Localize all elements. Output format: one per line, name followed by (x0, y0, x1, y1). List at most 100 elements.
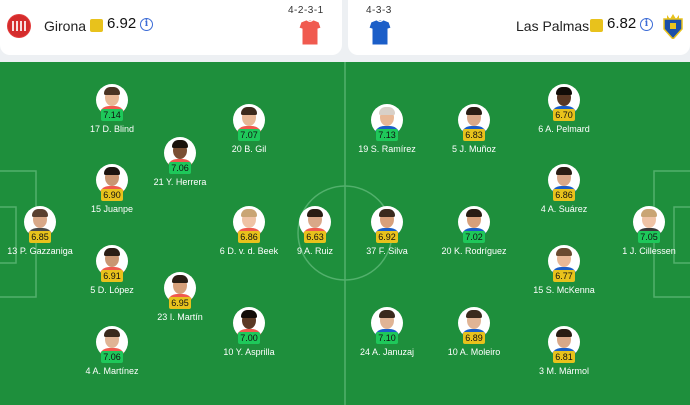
player-hair (104, 329, 120, 337)
player-rating: 7.06 (169, 162, 191, 174)
player-hair (379, 209, 395, 217)
player-name: 4 A. Suárez (540, 204, 588, 214)
away-player-card[interactable]: 6.83 5 J. Muñoz (429, 104, 519, 166)
player-hair (466, 209, 482, 217)
player-name: 3 M. Mármol (538, 366, 590, 376)
player-rating: 6.95 (169, 297, 191, 309)
player-rating: 6.70 (553, 109, 575, 121)
home-formation: 4-2-3-1 (288, 5, 324, 16)
home-player-card[interactable]: 6.85 13 P. Gazzaniga (0, 206, 85, 268)
away-player-card[interactable]: 6.81 3 M. Mármol (519, 326, 609, 388)
player-name: 15 Juanpe (90, 204, 134, 214)
home-team-name: Girona (44, 18, 87, 34)
player-rating: 6.91 (101, 270, 123, 282)
player-name: 10 A. Moleiro (447, 347, 501, 357)
home-player-card[interactable]: 7.14 17 D. Blind (67, 84, 157, 146)
away-player-card[interactable]: 6.77 15 S. McKenna (519, 245, 609, 307)
player-hair (172, 140, 188, 148)
player-name: 6 D. v. d. Beek (219, 246, 279, 256)
away-rating-indicator (590, 19, 603, 32)
player-rating: 6.90 (101, 189, 123, 201)
away-player-card[interactable]: 6.86 4 A. Suárez (519, 164, 609, 226)
home-player-card[interactable]: 6.90 15 Juanpe (67, 164, 157, 226)
away-jersey-icon (368, 19, 392, 46)
away-player-card[interactable]: 7.13 19 S. Ramírez (342, 104, 432, 166)
player-name: 5 J. Muñoz (451, 144, 497, 154)
away-player-card[interactable]: 6.92 37 F. Silva (342, 206, 432, 268)
player-name: 6 A. Pelmard (538, 124, 590, 134)
home-player-card[interactable]: 7.06 21 Y. Herrera (135, 137, 225, 199)
home-player-card[interactable]: 7.06 4 A. Martínez (67, 326, 157, 388)
player-name: 9 A. Ruiz (296, 246, 334, 256)
player-name: 10 Y. Asprilla (223, 347, 275, 357)
player-rating: 7.00 (238, 332, 260, 344)
away-team-card[interactable]: 4-3-3 Las Palmas 6.82 i (348, 0, 690, 55)
player-rating: 7.06 (101, 351, 123, 363)
home-player-card[interactable]: 7.07 20 B. Gil (204, 104, 294, 166)
home-player-card[interactable]: 7.00 10 Y. Asprilla (204, 307, 294, 369)
player-hair (641, 209, 657, 217)
football-pitch: 7.14 17 D. Blind 6.90 15 Juanpe 6.85 13 … (0, 62, 690, 405)
player-name: 17 D. Blind (89, 124, 135, 134)
info-icon[interactable]: i (140, 18, 153, 31)
away-player-card[interactable]: 7.10 24 A. Januzaj (342, 307, 432, 369)
player-name: 19 S. Ramírez (358, 144, 416, 154)
away-player-card[interactable]: 7.05 1 J. Cillessen (604, 206, 690, 268)
player-rating: 6.81 (553, 351, 575, 363)
player-rating: 7.05 (638, 231, 660, 243)
player-rating: 6.77 (553, 270, 575, 282)
player-name: 5 D. López (90, 285, 134, 295)
home-player-card[interactable]: 6.91 5 D. López (67, 245, 157, 307)
player-hair (32, 209, 48, 217)
player-hair (241, 107, 257, 115)
away-player-card[interactable]: 6.70 6 A. Pelmard (519, 84, 609, 146)
player-hair (307, 209, 323, 217)
player-rating: 6.89 (463, 332, 485, 344)
away-team-name: Las Palmas (516, 18, 590, 34)
player-rating: 7.10 (376, 332, 398, 344)
home-player-card[interactable]: 6.95 23 I. Martín (135, 272, 225, 334)
player-name: 20 B. Gil (231, 144, 267, 154)
player-name: 15 S. McKenna (533, 285, 595, 295)
player-hair (466, 310, 482, 318)
player-rating: 6.86 (238, 231, 260, 243)
player-name: 21 Y. Herrera (153, 177, 207, 187)
player-hair (241, 209, 257, 217)
player-rating: 6.83 (463, 129, 485, 141)
player-rating: 7.14 (101, 109, 123, 121)
home-rating-indicator (90, 19, 103, 32)
away-player-card[interactable]: 6.89 10 A. Moleiro (429, 307, 519, 369)
away-formation: 4-3-3 (366, 5, 392, 16)
las-palmas-crest-icon (662, 13, 684, 41)
player-rating: 7.07 (238, 129, 260, 141)
player-hair (172, 275, 188, 283)
player-hair (104, 167, 120, 175)
player-hair (379, 310, 395, 318)
home-player-card[interactable]: 6.63 9 A. Ruiz (270, 206, 360, 268)
player-hair (241, 310, 257, 318)
away-team-rating: 6.82 (607, 15, 637, 32)
away-player-card[interactable]: 7.02 20 K. Rodríguez (429, 206, 519, 268)
info-icon[interactable]: i (640, 18, 653, 31)
player-name: 37 F. Silva (366, 246, 408, 256)
player-name: 1 J. Cillessen (622, 246, 676, 256)
player-hair (104, 248, 120, 256)
player-rating: 6.63 (304, 231, 326, 243)
player-rating: 7.02 (463, 231, 485, 243)
home-jersey-icon (298, 19, 322, 46)
player-hair (104, 87, 120, 95)
home-team-card[interactable]: Girona 6.92 i 4-2-3-1 (0, 0, 342, 55)
home-player-card[interactable]: 6.86 6 D. v. d. Beek (204, 206, 294, 268)
player-name: 23 I. Martín (157, 312, 203, 322)
player-hair (556, 87, 572, 95)
player-hair (556, 248, 572, 256)
player-rating: 6.85 (29, 231, 51, 243)
player-name: 20 K. Rodríguez (441, 246, 507, 256)
player-rating: 6.86 (553, 189, 575, 201)
player-name: 13 P. Gazzaniga (7, 246, 73, 256)
girona-crest-icon (7, 14, 31, 38)
player-hair (556, 329, 572, 337)
player-rating: 6.92 (376, 231, 398, 243)
player-hair (379, 107, 395, 115)
home-team-rating: 6.92 (107, 15, 137, 32)
